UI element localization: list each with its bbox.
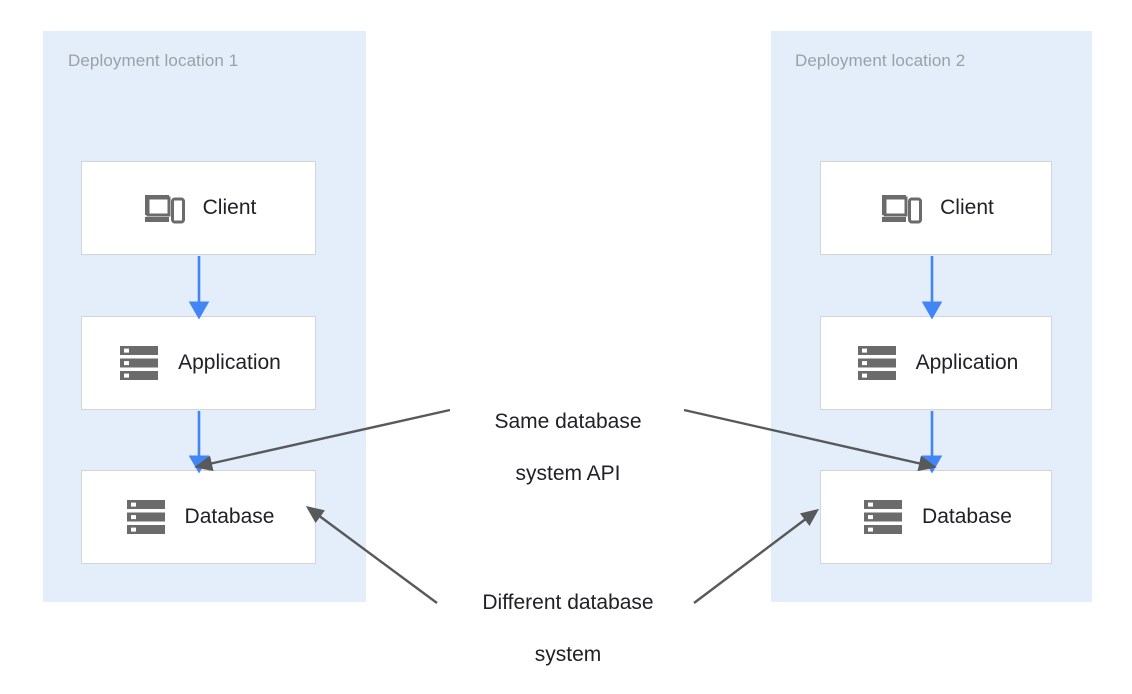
node-application-2-label: Application: [915, 351, 1019, 374]
deployment-location-2-label: Deployment location 2: [795, 51, 966, 70]
node-database-1[interactable]: Database: [81, 470, 316, 564]
deployment-location-1-label: Deployment location 1: [68, 51, 239, 70]
node-application-2[interactable]: Application: [820, 316, 1052, 410]
node-application-1-label: Application: [178, 351, 281, 374]
annotation-same-api: Same database system API: [448, 383, 688, 513]
devices-icon: [878, 188, 924, 228]
annotation-same-api-line-1: Same database: [494, 410, 642, 433]
node-client-2[interactable]: Client: [820, 161, 1052, 255]
server-icon: [116, 343, 162, 383]
node-client-2-label: Client: [940, 196, 994, 219]
node-database-1-label: Database: [184, 505, 275, 528]
node-client-1-label: Client: [202, 196, 257, 219]
node-application-1[interactable]: Application: [81, 316, 316, 410]
devices-icon: [141, 188, 187, 228]
annotation-different-system-line-1: Different database: [482, 591, 654, 614]
server-icon: [860, 497, 906, 537]
server-icon: [854, 343, 900, 383]
annotation-different-system: Different database system: [446, 564, 690, 694]
node-client-1[interactable]: Client: [81, 161, 316, 255]
node-database-2[interactable]: Database: [820, 470, 1052, 564]
annotation-same-api-line-2: system API: [515, 462, 621, 485]
node-database-2-label: Database: [922, 505, 1012, 528]
annotation-different-system-line-2: system: [534, 643, 602, 666]
server-icon: [123, 497, 169, 537]
diagram-canvas: Deployment location 1 Client: [43, 31, 1092, 666]
